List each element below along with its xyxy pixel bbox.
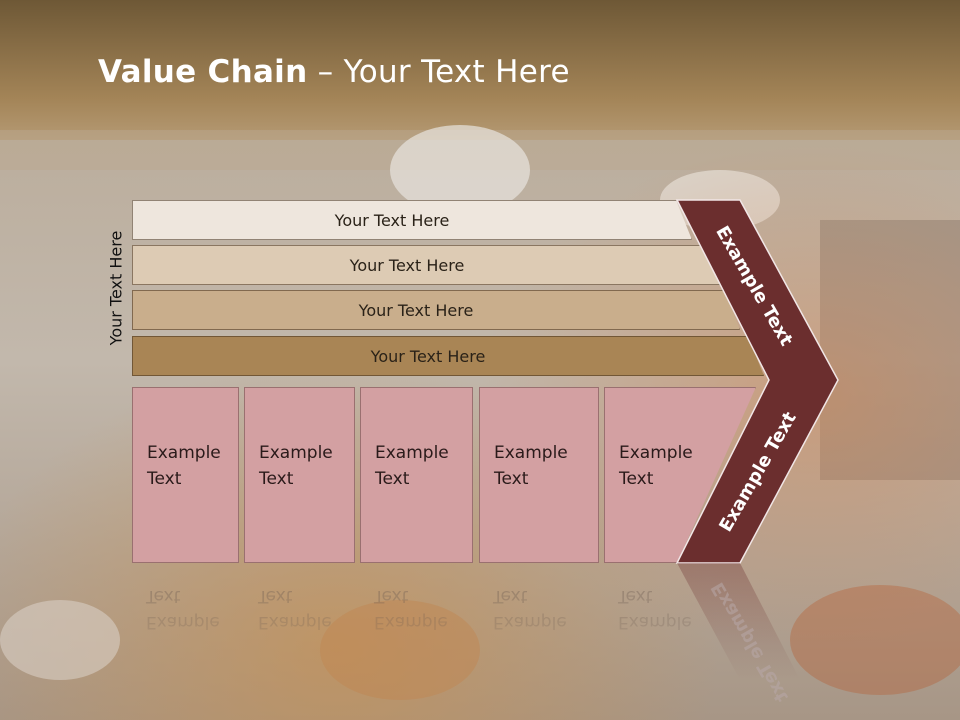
support-bar-3: Your Text Here bbox=[132, 290, 740, 330]
activity-box-3-line2: Text bbox=[375, 469, 410, 489]
activity-box-5-line2: Text bbox=[619, 469, 654, 489]
activity-box-4-line1: Example bbox=[494, 443, 568, 463]
activity-box-4-line2: Text bbox=[494, 469, 529, 489]
activity-box-1-line2: Text bbox=[147, 469, 182, 489]
support-bar-1: Your Text Here bbox=[132, 200, 692, 240]
activity-box-5-line1: Example bbox=[619, 443, 693, 463]
chevron-shape bbox=[675, 199, 839, 564]
title-rest: – Your Text Here bbox=[307, 54, 570, 90]
activity-box-1-line1: Example bbox=[147, 443, 221, 463]
activity-box-2-line1: Example bbox=[259, 443, 333, 463]
support-bar-4-label: Your Text Here bbox=[370, 346, 486, 366]
support-bar-2-label: Your Text Here bbox=[349, 255, 465, 275]
activity-box-3-line1: Example bbox=[375, 443, 449, 463]
support-bar-4: Your Text Here bbox=[132, 336, 764, 376]
support-bar-1-label: Your Text Here bbox=[334, 210, 450, 230]
support-bar-3-label: Your Text Here bbox=[358, 300, 474, 320]
support-bar-2: Your Text Here bbox=[132, 245, 722, 285]
title-bold: Value Chain bbox=[98, 54, 308, 90]
activity-box-2-line2: Text bbox=[259, 469, 294, 489]
chevron-reflection bbox=[677, 563, 800, 680]
slide-title: Value Chain – Your Text Here bbox=[98, 54, 570, 90]
